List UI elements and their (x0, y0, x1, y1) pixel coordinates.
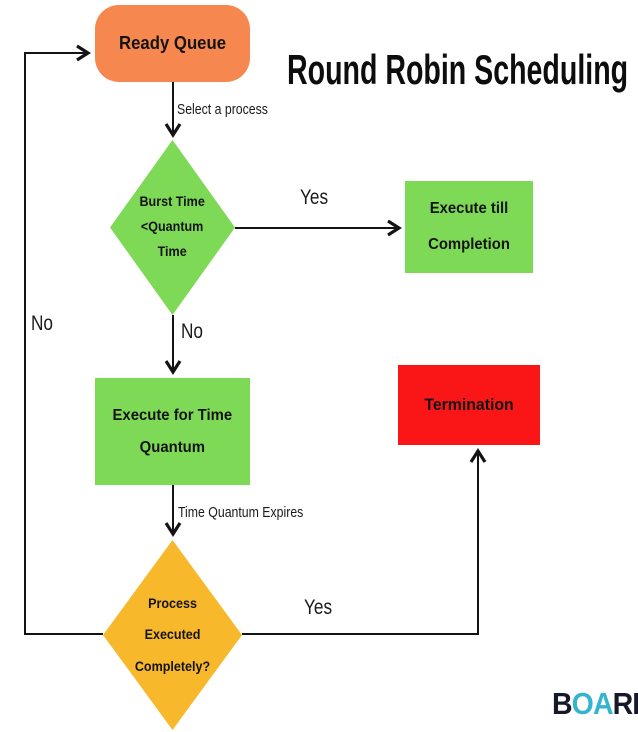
edge-label-no-middle: No (181, 320, 204, 343)
arrow-process-no-loop (24, 44, 103, 635)
node-execute-for-time-quantum: Execute for Time Quantum (95, 378, 250, 485)
board-logo-prefix: B (552, 686, 573, 721)
board-logo-suffix: RD (612, 686, 638, 721)
node-execute-till-completion: Execute till Completion (405, 181, 533, 273)
arrow-process-yes (242, 448, 487, 635)
page-title: Round Robin Scheduling (287, 46, 629, 93)
node-burst-decision: Burst Time <Quantum Time (110, 140, 235, 315)
edge-label-yes-bottom: Yes (304, 596, 333, 619)
edge-label-select-a-process: Select a process (177, 101, 268, 118)
node-termination-label: Termination (424, 395, 514, 414)
board-logo: BOARD (552, 686, 638, 722)
edge-label-yes-top: Yes (300, 186, 329, 209)
node-process-decision: Process Executed Completely? (103, 540, 242, 730)
node-process-decision-label: Process Executed Completely? (134, 596, 211, 674)
board-logo-accent: OA (571, 686, 614, 721)
node-termination: Termination (398, 365, 540, 445)
edge-label-no-left: No (31, 312, 54, 335)
node-ready-queue: Ready Queue (95, 5, 250, 82)
node-burst-decision-label: Burst Time <Quantum Time (139, 194, 206, 259)
node-ready-queue-label: Ready Queue (118, 33, 226, 53)
node-execute-till-completion-label: Execute till Completion (428, 200, 510, 253)
node-execute-for-time-quantum-label: Execute for Time Quantum (112, 406, 233, 456)
edge-label-time-quantum-expires: Time Quantum Expires (178, 504, 304, 521)
